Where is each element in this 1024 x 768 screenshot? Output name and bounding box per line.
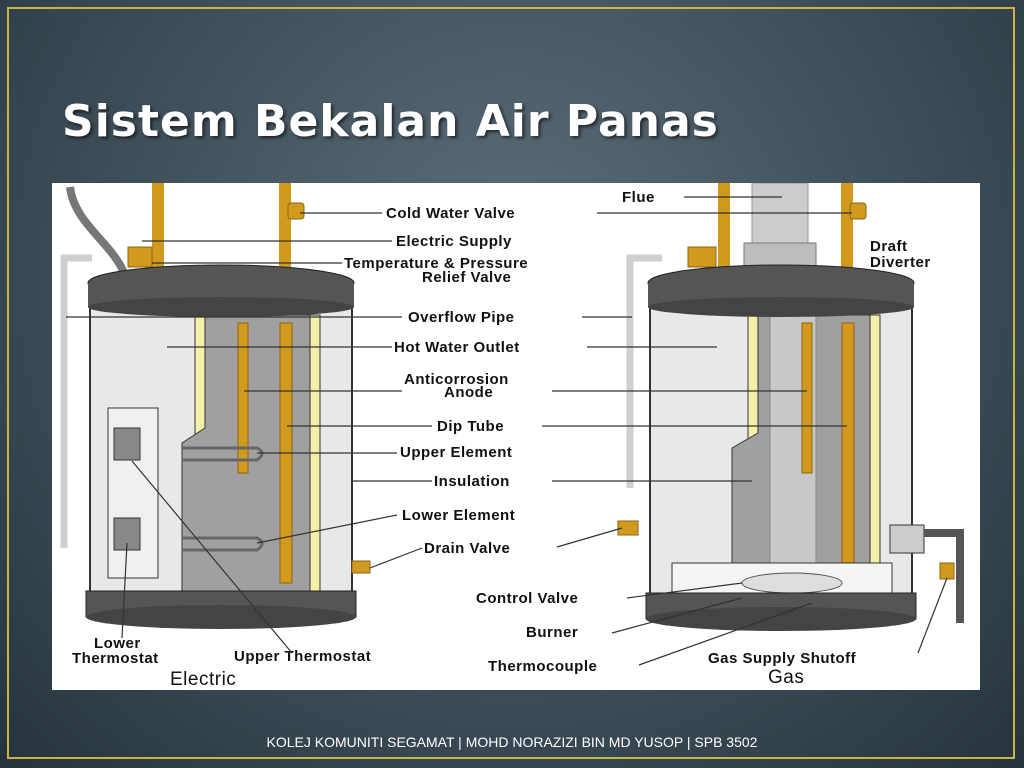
label-anode: Anode [444, 384, 493, 401]
caption-electric: Electric [170, 669, 236, 690]
tank-base-rim-right [646, 607, 916, 631]
caption-gas: Gas [768, 667, 804, 688]
label-lower-element: Lower Element [402, 507, 515, 524]
label-overflow-pipe: Overflow Pipe [408, 309, 515, 326]
slide-title: Sistem Bekalan Air Panas [62, 96, 719, 147]
insulation-right-b [869, 314, 881, 606]
label-tp-relief-1: Temperature & Pressure [344, 255, 528, 272]
label-flue: Flue [622, 189, 655, 206]
label-draft: Draft [870, 238, 908, 255]
label-thermocouple: Thermocouple [488, 658, 597, 675]
drain-valve-right [617, 520, 639, 536]
label-drain-valve: Drain Valve [424, 540, 510, 557]
label-gas-supply-shutoff: Gas Supply Shutoff [708, 650, 857, 667]
tp-relief-valve-left [127, 246, 153, 268]
label-cold-water-valve: Cold Water Valve [386, 205, 515, 222]
slide-footer: KOLEJ KOMUNITI SEGAMAT | MOHD NORAZIZI B… [266, 734, 758, 750]
water-heater-diagram: Flue Cold Water Valve Electric Supply Dr… [52, 183, 980, 690]
drain-valve-left [351, 560, 371, 574]
diagram-labels: Flue Cold Water Valve Electric Supply Dr… [72, 189, 931, 690]
insulation-left-b [309, 314, 321, 606]
gas-heater [617, 183, 964, 631]
label-diverter: Diverter [870, 254, 931, 271]
gas-shutoff-valve [939, 562, 955, 580]
tp-relief-valve-right [687, 246, 717, 268]
burner [741, 572, 843, 594]
label-electric-supply: Electric Supply [396, 233, 512, 250]
label-upper-thermostat: Upper Thermostat [234, 648, 371, 665]
gas-supply-pipe [924, 529, 964, 623]
tank-top-rim-right [648, 297, 914, 317]
cold-water-valve-left [287, 202, 305, 220]
tank-top-rim-left [88, 297, 354, 317]
label-anticorrosion: Anticorrosion [404, 371, 509, 388]
label-burner: Burner [526, 624, 578, 641]
anode-rod-left [237, 322, 249, 474]
tank-base-rim-left [86, 605, 356, 629]
label-tp-relief-2: Relief Valve [422, 269, 511, 286]
upper-thermostat-box [113, 427, 141, 461]
gas-control-valve [889, 524, 925, 554]
label-insulation: Insulation [434, 473, 510, 490]
overflow-pipe-right [626, 254, 662, 488]
label-upper-element: Upper Element [400, 444, 512, 461]
leader-lines [66, 196, 948, 666]
overflow-pipe-left [60, 254, 92, 548]
slide-border [7, 7, 1015, 759]
label-thermostat: Thermostat [72, 650, 159, 667]
dip-tube-right [841, 322, 855, 584]
label-control-valve: Control Valve [476, 590, 578, 607]
anode-rod-right [801, 322, 813, 474]
lower-element-left [182, 536, 264, 552]
label-dip-tube: Dip Tube [437, 418, 504, 435]
cold-inlet-pipe-right [718, 183, 730, 283]
label-hot-water-outlet: Hot Water Outlet [394, 339, 520, 356]
cold-inlet-pipe-left [152, 183, 164, 283]
electric-conduit [66, 186, 128, 275]
label-lower: Lower [94, 635, 141, 652]
cold-water-valve-right [849, 202, 867, 220]
